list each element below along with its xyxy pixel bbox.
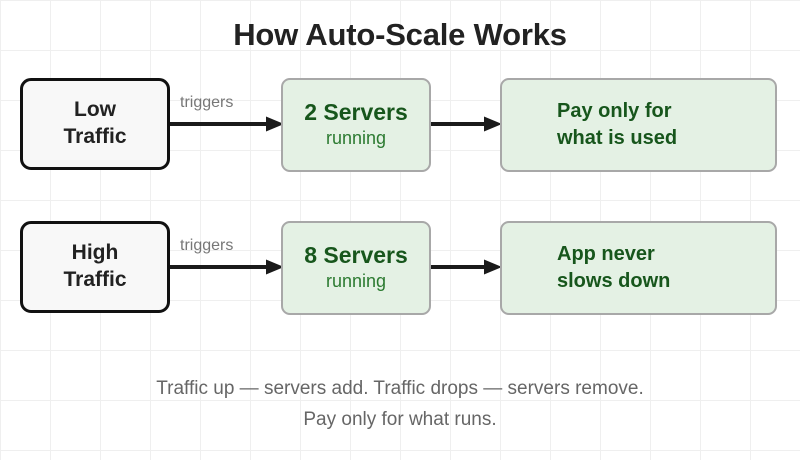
state-server-status: running: [325, 128, 387, 149]
trigger-label-line-2: Traffic: [63, 268, 127, 291]
arrow-trigger-to-state: [170, 256, 284, 278]
outcome-line-2: slows down: [557, 270, 671, 292]
state-server-status: running: [325, 271, 387, 292]
flow-row-high-traffic: High Traffic triggers 8 Servers running …: [0, 221, 800, 315]
outcome-box-cost[interactable]: Pay only for what is used: [500, 78, 777, 172]
trigger-label-line-2: Traffic: [63, 125, 127, 148]
arrow-state-to-outcome: [431, 256, 502, 278]
trigger-label-line-1: High: [71, 241, 119, 265]
footer-caption: Traffic up — servers add. Traffic drops …: [0, 374, 800, 436]
trigger-box-low-traffic[interactable]: Low Traffic: [20, 78, 170, 170]
state-box-servers[interactable]: 8 Servers running: [281, 221, 431, 315]
state-server-count: 8 Servers: [304, 241, 408, 268]
arrow-trigger-to-state: [170, 113, 284, 135]
trigger-label-line-1: Low: [74, 98, 116, 122]
footer-line-1: Traffic up — servers add. Traffic drops …: [156, 378, 644, 399]
edge-label-triggers: triggers: [180, 94, 234, 111]
state-server-count: 2 Servers: [304, 98, 408, 125]
state-box-servers[interactable]: 2 Servers running: [281, 78, 431, 172]
flow-row-low-traffic: Low Traffic triggers 2 Servers running P…: [0, 78, 800, 172]
edge-label-triggers: triggers: [180, 237, 234, 254]
outcome-line-2: what is used: [557, 127, 678, 149]
trigger-box-high-traffic[interactable]: High Traffic: [20, 221, 170, 313]
page-title: How Auto-Scale Works: [233, 17, 567, 52]
outcome-box-performance[interactable]: App never slows down: [500, 221, 777, 315]
outcome-line-1: Pay only for: [557, 100, 672, 123]
arrow-state-to-outcome: [431, 113, 502, 135]
outcome-line-1: App never: [557, 243, 655, 266]
footer-line-2: Pay only for what runs.: [303, 408, 497, 430]
